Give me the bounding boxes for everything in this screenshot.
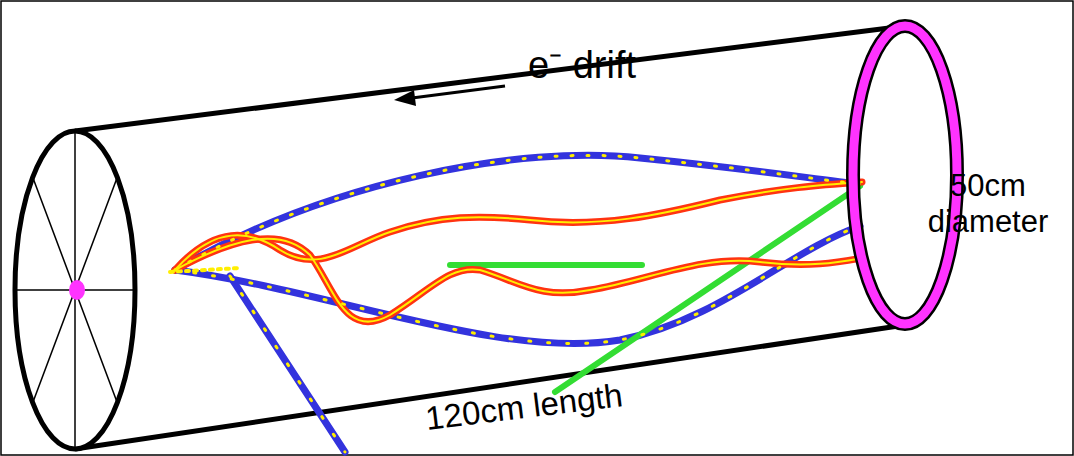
- cathode-outline: [853, 26, 957, 324]
- readout-endcap: [15, 131, 135, 449]
- cylinder-bottom-edge: [75, 325, 905, 449]
- particle-tracks: [170, 155, 862, 452]
- cathode-ring: [853, 26, 957, 324]
- drift-label: e⁻ drift: [528, 44, 636, 88]
- central-dot: [69, 280, 85, 300]
- diameter-dimension: 50cm diameter: [908, 168, 1068, 239]
- cylinder-top-edge: [75, 26, 905, 131]
- drift-arrow: [412, 86, 505, 98]
- drift-arrowhead: [394, 90, 416, 106]
- endcap-spokes: [16, 132, 134, 448]
